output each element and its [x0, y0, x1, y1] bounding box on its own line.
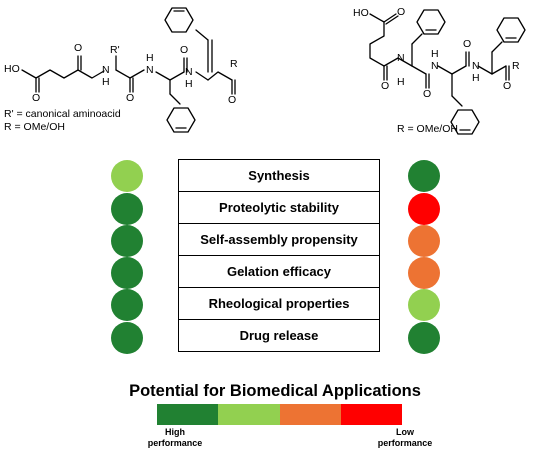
right-structure-bonds: [369, 9, 526, 135]
right-indicator-dot: [408, 257, 440, 289]
left-rprime-label: R': [110, 44, 120, 56]
left-indicator-dot: [111, 160, 143, 192]
right-indicator-dot: [408, 289, 440, 321]
property-row: Synthesis: [178, 159, 380, 192]
left-ho-label: HO: [4, 63, 20, 75]
right-h-label-1: H: [397, 76, 405, 88]
left-n-label-2: N: [146, 64, 154, 76]
left-n-label-1: N: [102, 64, 110, 76]
left-h-label-3: H: [185, 78, 193, 90]
right-o-label-4: O: [463, 38, 472, 50]
low-performance-label: Low performance: [370, 427, 440, 449]
right-n-label-3: N: [472, 60, 480, 72]
scale-segment: [340, 404, 402, 425]
right-indicator-dot: [408, 322, 440, 354]
legend-title: Potential for Biomedical Applications: [129, 382, 421, 400]
right-n-label-2: N: [431, 60, 439, 72]
scale-segment: [157, 404, 219, 425]
right-legend: R = OMe/OH: [397, 123, 458, 135]
left-indicator-dot: [111, 225, 143, 257]
right-r-label: R: [512, 60, 520, 72]
low-label-line2: performance: [377, 438, 433, 448]
property-row: Proteolytic stability: [178, 192, 380, 224]
right-h-label-3: H: [472, 72, 480, 84]
chemical-structures: [21, 7, 526, 135]
left-indicator-dot: [111, 322, 143, 354]
left-h-label-2: H: [146, 52, 154, 64]
left-legend-line1: R' = canonical aminoacid: [4, 108, 121, 120]
property-row: Gelation efficacy: [178, 256, 380, 288]
left-o-label-1: O: [32, 92, 41, 104]
left-r-label: R: [230, 58, 238, 70]
right-o-label-1: O: [397, 6, 406, 18]
right-o-label-2: O: [381, 80, 390, 92]
left-indicator-dot: [111, 257, 143, 289]
right-h-label-2: H: [431, 48, 439, 60]
left-indicator-dot: [111, 193, 143, 225]
high-label-line1: High: [165, 427, 185, 437]
left-o-label-2: O: [74, 42, 83, 54]
left-legend-line2: R = OMe/OH: [4, 121, 65, 133]
right-n-label-1: N: [397, 52, 405, 64]
right-ho-label: HO: [353, 7, 369, 19]
property-row: Rheological properties: [178, 288, 380, 320]
scale-segment: [279, 404, 341, 425]
property-row: Drug release: [178, 320, 380, 352]
property-table: Synthesis Proteolytic stability Self-ass…: [178, 159, 380, 352]
high-performance-label: High performance: [140, 427, 210, 449]
property-row: Self-assembly propensity: [178, 224, 380, 256]
right-indicator-dot: [408, 160, 440, 192]
low-label-line1: Low: [396, 427, 414, 437]
left-structure-bonds: [21, 7, 236, 133]
left-n-label-3: N: [185, 66, 193, 78]
left-o-label-3: O: [126, 92, 135, 104]
left-h-label-1: H: [102, 76, 110, 88]
right-indicator-dot: [408, 193, 440, 225]
left-o-label-4: O: [180, 44, 189, 56]
right-indicator-dot: [408, 225, 440, 257]
high-label-line2: performance: [147, 438, 203, 448]
left-indicator-dot: [111, 289, 143, 321]
performance-scale-bar: [157, 404, 402, 425]
right-o-label-5: O: [503, 80, 512, 92]
right-o-label-3: O: [423, 88, 432, 100]
left-o-label-5: O: [228, 94, 237, 106]
scale-segment: [218, 404, 280, 425]
